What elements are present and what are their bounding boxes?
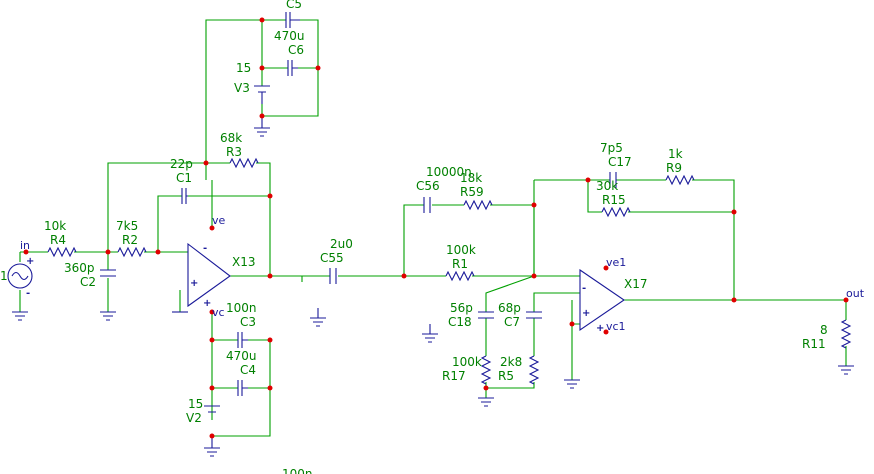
r9-name: R9 (666, 161, 682, 175)
r3-name: R3 (226, 145, 242, 159)
r4-name: R4 (50, 233, 66, 247)
c2-value: 360p (64, 261, 95, 275)
capacitor-c55-symbol (329, 268, 337, 284)
capacitor-c4-symbol (237, 380, 248, 396)
resistor-r5-symbol (528, 355, 540, 385)
voltage-source-v2-symbol (204, 405, 220, 413)
input-port-label: in (20, 239, 30, 252)
r2-name: R2 (122, 233, 138, 247)
x17-plus-sign: + (582, 308, 590, 319)
ground-symbols (12, 116, 854, 457)
c6-name: C6 (288, 43, 304, 57)
source-plus-sign: + (26, 256, 34, 267)
x17-plus-sign-2: + (596, 323, 604, 334)
capacitor-c18-symbol (478, 311, 494, 319)
resistor-r15-symbol (601, 206, 631, 218)
r4-value: 10k (44, 219, 66, 233)
source-index-label: 1 (0, 269, 8, 283)
resistor-r9-symbol (665, 174, 695, 186)
v2-name: V2 (186, 411, 202, 425)
x13-plus-sign-2: + (203, 298, 211, 309)
r1-name: R1 (452, 257, 468, 271)
r15-value: 30k (596, 179, 618, 193)
c18-name: C18 (448, 315, 472, 329)
c18-value: 56p (450, 301, 473, 315)
x17-minus-sign: - (582, 283, 586, 294)
c55-name: C55 (320, 251, 344, 265)
r17-value: 100k (452, 355, 482, 369)
v3-name: V3 (234, 81, 250, 95)
resistor-r17-symbol (480, 355, 492, 385)
pin-labels: ve vc ve1 vc1 in out 1 + - - + + - + + (0, 214, 865, 334)
resistor-r2-symbol (117, 246, 147, 258)
c5-name: C5 (286, 0, 302, 11)
voltage-source-v3-symbol (254, 85, 270, 104)
x17-ve1-label: ve1 (606, 256, 626, 269)
r1-value: 100k (446, 243, 476, 257)
r11-name: R11 (802, 337, 826, 351)
r59-name: R59 (460, 185, 484, 199)
source-minus-sign: - (26, 288, 30, 299)
c56-value: 10000n (426, 165, 472, 179)
v2-value: 15 (188, 397, 203, 411)
c1-name: C1 (176, 171, 192, 185)
c3-name: C3 (240, 315, 256, 329)
x13-plus-sign: + (190, 278, 198, 289)
r59-value: 18k (460, 171, 482, 185)
capacitor-c17-symbol (609, 172, 617, 188)
c6-value: 470u (274, 29, 305, 43)
v3-value: 15 (236, 61, 251, 75)
c56-name: C56 (416, 179, 440, 193)
c2-name: C2 (80, 275, 96, 289)
c1-value: 22p (170, 157, 193, 171)
c4-value: 470u (226, 349, 257, 363)
ac-source-symbol (7, 263, 33, 289)
c17-name: C17 (608, 155, 632, 169)
resistor-r1-symbol (445, 270, 475, 282)
r5-name: R5 (498, 369, 514, 383)
wires (19, 19, 847, 437)
r5-value: 2k8 (500, 355, 522, 369)
opamp-x17-symbol (579, 268, 625, 332)
junction-dots (23, 17, 849, 439)
r2-value: 7k5 (116, 219, 138, 233)
r3-value: 68k (220, 131, 242, 145)
x17-vc1-label: vc1 (606, 320, 626, 333)
r9-value: 1k (668, 147, 683, 161)
x13-vc-label: vc (212, 306, 225, 319)
resistor-r59-symbol (463, 199, 493, 211)
x13-name: X13 (232, 255, 256, 269)
c7-value: 68p (498, 301, 521, 315)
capacitor-c7-symbol (526, 311, 542, 319)
r11-value: 8 (820, 323, 828, 337)
x13-minus-sign: - (203, 243, 207, 254)
x17-name: X17 (624, 277, 648, 291)
output-port-label: out (846, 287, 865, 300)
resistor-r4-symbol (47, 246, 77, 258)
capacitor-c5-symbol (285, 12, 300, 28)
capacitor-c2-symbol (100, 269, 116, 277)
resistor-r3-symbol (229, 157, 259, 169)
c4-name: C4 (240, 363, 256, 377)
capacitor-c6-symbol (287, 60, 298, 76)
r15-name: R15 (602, 193, 626, 207)
c55-value: 2u0 (330, 237, 353, 251)
capacitor-c3-symbol (237, 332, 248, 348)
c7-name: C7 (504, 315, 520, 329)
capacitor-c56-symbol (423, 197, 431, 213)
x13-ve-label: ve (212, 214, 226, 227)
capacitor-c1-symbol (181, 188, 188, 204)
c17-value: 7p5 (600, 141, 623, 155)
r17-name: R17 (442, 369, 466, 383)
c3-value: 100n (226, 301, 257, 315)
bottom-partial-label: 100n (282, 467, 313, 474)
component-labels: C5 470u C6 15 V3 68k R3 22p C1 10k R4 7k… (44, 0, 828, 474)
resistor-r11-symbol (840, 319, 852, 349)
opamp-x13-symbol (187, 242, 231, 308)
